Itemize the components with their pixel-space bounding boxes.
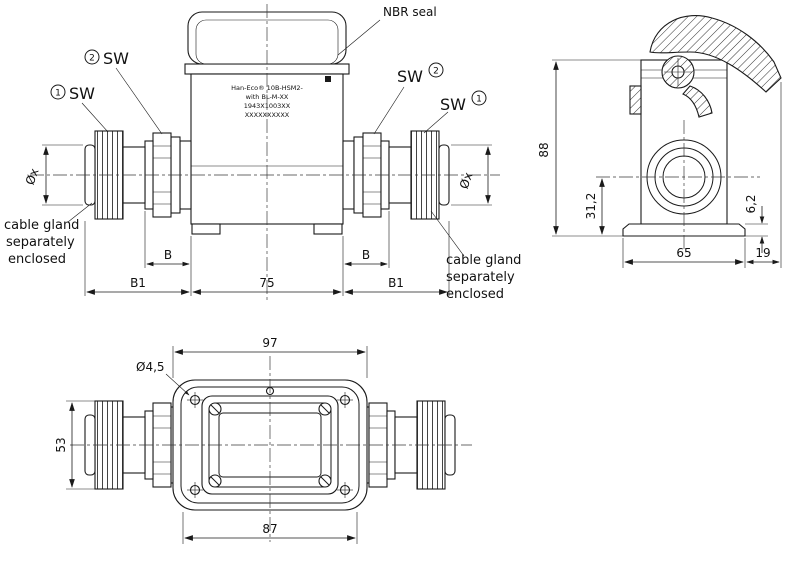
- index-circle-2-right: [428, 62, 444, 78]
- front-callouts: NBR seal 2 SW 1 SW SW 2 SW 1 cable gland…: [4, 5, 521, 302]
- sw-leader-left-inner: [115, 67, 163, 135]
- dim-b1-right: B1: [388, 276, 404, 290]
- top-dimensions: 97 Ø4,5 53 87: [54, 336, 368, 544]
- dim-mid-31-2: 31,2: [584, 193, 598, 220]
- note-right-line2: separately: [446, 270, 515, 285]
- locking-lever: [649, 15, 782, 93]
- dim-b-right: B: [362, 248, 370, 262]
- note-left-line3: enclosed: [8, 252, 66, 267]
- dim-height-53: 53: [54, 437, 68, 452]
- dim-base-width-65: 65: [676, 246, 691, 260]
- front-centerlines: [30, 4, 500, 302]
- index-number-2-left: 2: [89, 54, 95, 64]
- cable-gland-note-left: cable gland separately enclosed: [4, 202, 93, 267]
- index-circle-2-left: [84, 49, 100, 65]
- dim-dia-x-left: Øx: [23, 166, 42, 186]
- sw-leader-right-outer: [423, 111, 449, 134]
- vent-mark: [325, 76, 331, 82]
- note-left-line1: cable gland: [4, 218, 79, 233]
- index-circle-1-right: [471, 90, 487, 106]
- dim-b1-left: B1: [130, 276, 146, 290]
- side-dimensions: 88 31,2 6,2 65 19: [537, 59, 782, 268]
- front-view: Han-Eco® 10B-HSM2- with BL-M-XX 1943X100…: [4, 4, 521, 302]
- sw-leader-right-inner: [373, 86, 405, 135]
- hole-dia-leader: [165, 373, 190, 396]
- note-left-line2: separately: [6, 235, 75, 250]
- housing-label-line1: Han-Eco® 10B-HSM2-: [231, 84, 303, 92]
- latch-block: [629, 85, 642, 115]
- lever-hook: [682, 85, 713, 118]
- dim-dia-x-right: Øx: [457, 170, 476, 190]
- index-circle-1-left: [50, 84, 66, 100]
- housing-foot-right: [313, 223, 343, 235]
- note-left-leader: [67, 202, 93, 223]
- note-right-line1: cable gland: [446, 253, 521, 268]
- index-number-1-left: 1: [55, 89, 61, 99]
- top-view: 97 Ø4,5 53 87: [54, 336, 472, 544]
- dim-base-6-2: 6,2: [744, 194, 758, 213]
- side-view: 88 31,2 6,2 65 19: [537, 15, 782, 268]
- mounting-holes: [187, 392, 353, 498]
- housing-foot-left: [191, 223, 221, 235]
- front-dimensions: Øx Øx B B B1 75 B1: [23, 144, 492, 296]
- sw-label-right-inner: SW: [397, 67, 423, 86]
- cable-gland-note-right: cable gland separately enclosed: [430, 210, 521, 302]
- dim-hole-dia-4-5: Ø4,5: [136, 360, 165, 374]
- note-right-leader: [430, 210, 465, 257]
- nbr-seal-label: NBR seal: [383, 5, 437, 19]
- note-right-line3: enclosed: [446, 287, 504, 302]
- sw-leader-left-outer: [81, 102, 109, 133]
- dim-height-88: 88: [537, 142, 551, 157]
- sw-label-left-outer: SW: [69, 84, 95, 103]
- insert-screws: [208, 402, 332, 488]
- dim-b-left: B: [164, 248, 172, 262]
- dim-width-97: 97: [262, 336, 277, 350]
- dim-width-75: 75: [259, 276, 274, 290]
- dim-bottom-width-87: 87: [262, 522, 277, 536]
- dim-offset-19: 19: [755, 246, 770, 260]
- sw-label-left-inner: SW: [103, 49, 129, 68]
- index-number-2-right: 2: [433, 67, 439, 77]
- sw-label-right-outer: SW: [440, 95, 466, 114]
- index-number-1-right: 1: [476, 95, 482, 105]
- nbr-seal-leader: [337, 19, 381, 56]
